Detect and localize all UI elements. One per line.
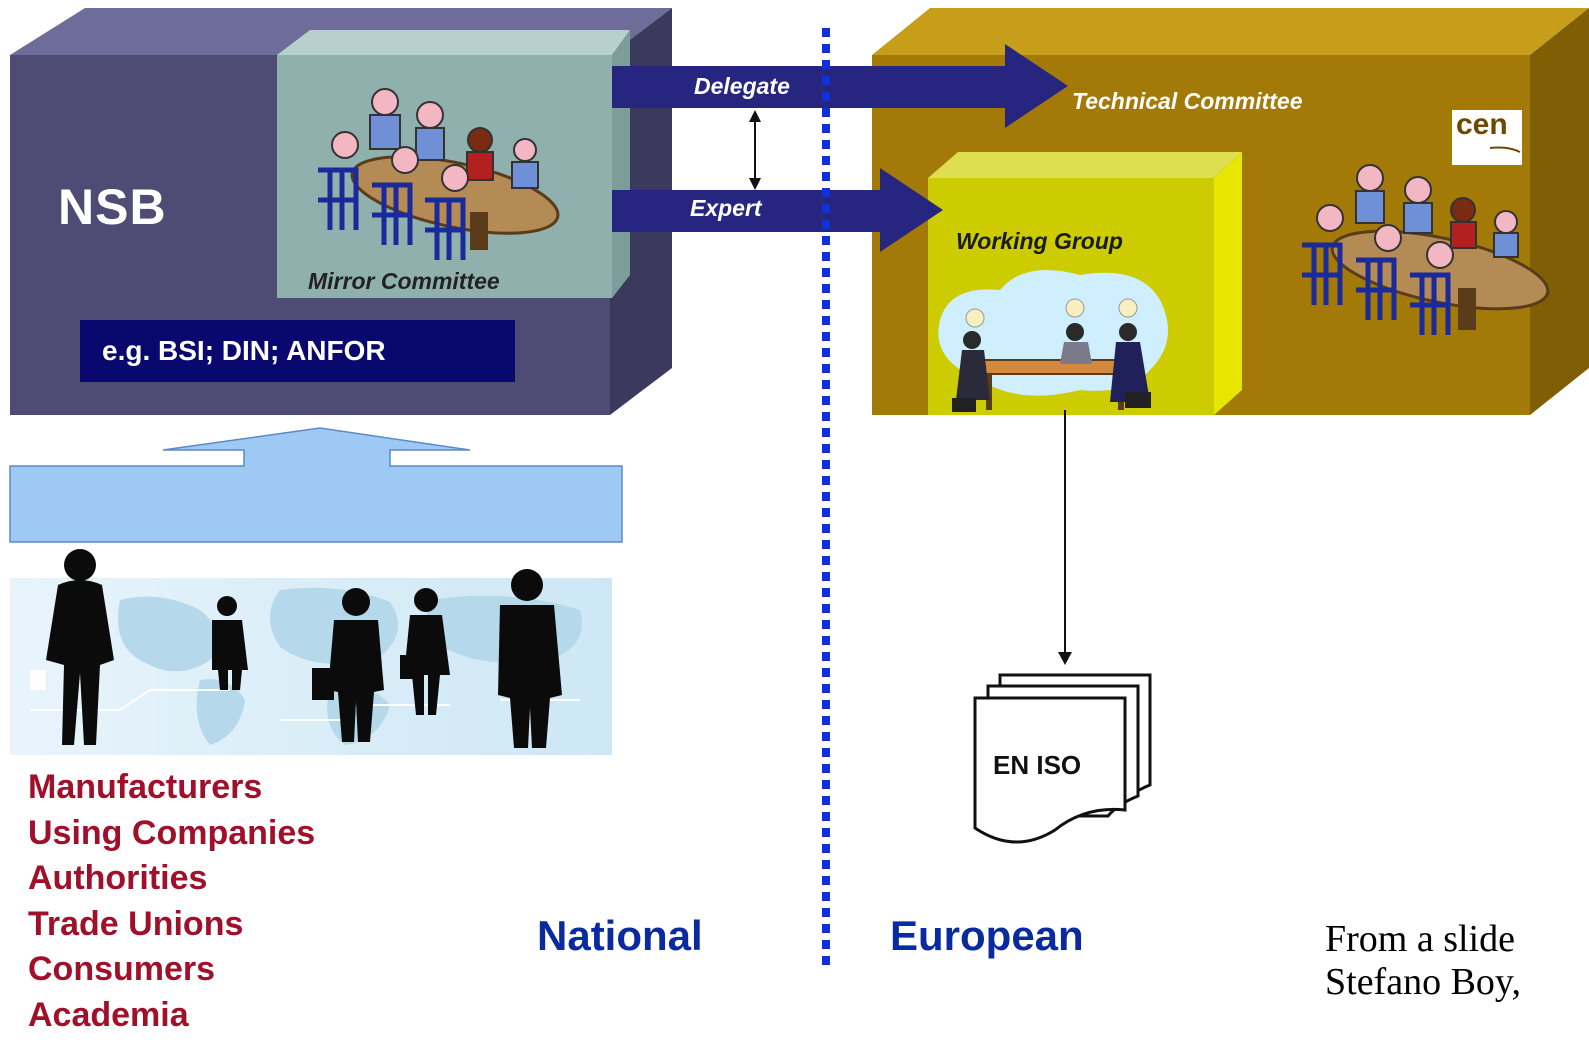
national-region-label: National — [537, 912, 703, 959]
stakeholder-item: Trade Unions — [28, 904, 244, 943]
example-box: e.g. BSI; DIN; ANFOR — [80, 320, 515, 382]
delegate-label: Delegate — [694, 73, 790, 99]
cen-logo-icon — [1452, 110, 1522, 165]
delegate-expert-connector — [749, 110, 761, 190]
european-region-label: European — [890, 912, 1084, 959]
document-label: EN ISO — [993, 750, 1082, 780]
upward-arrow — [9, 427, 623, 543]
meeting-table-icon — [318, 88, 560, 260]
meeting-table-icon — [1302, 164, 1550, 335]
mirror-committee-label: Mirror Committee — [308, 268, 500, 294]
stakeholder-item: Academia — [28, 995, 189, 1034]
technical-committee-label: Technical Committee — [1072, 88, 1303, 114]
caption-line: From a slide — [1325, 918, 1515, 960]
business-people-icon — [46, 549, 562, 748]
stakeholder-item: Consumers — [28, 950, 216, 989]
expert-label: Expert — [690, 195, 762, 221]
caption-line: Stefano Boy, — [1325, 961, 1521, 1003]
stakeholder-item: Using Companies — [28, 813, 316, 852]
expert-arrow — [612, 168, 943, 252]
stakeholder-list: Manufacturers Using Companies Authoritie… — [28, 765, 315, 1039]
document-stack-icon — [973, 673, 1152, 844]
output-arrow-head — [1058, 652, 1072, 665]
source-caption: From a slide Stefano Boy, — [1325, 918, 1589, 1004]
working-group-icon — [938, 270, 1168, 412]
stakeholder-item: Manufacturers — [28, 768, 263, 806]
nsb-label: NSB — [58, 179, 167, 235]
cen-logo-text: cen — [1456, 108, 1508, 141]
delegate-arrow — [612, 44, 1068, 128]
working-group-label: Working Group — [956, 228, 1123, 254]
stakeholder-item: Authorities — [28, 859, 208, 898]
